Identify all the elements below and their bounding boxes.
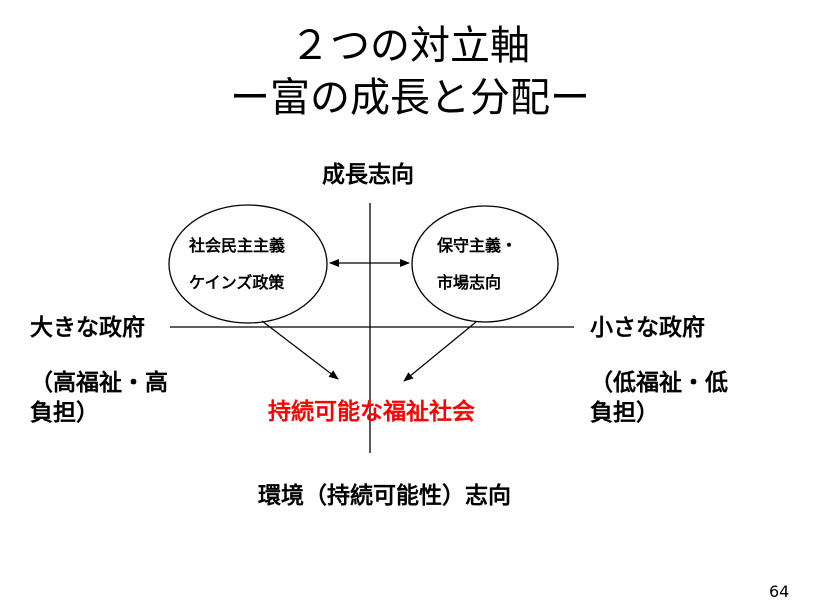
left-ellipse-label-1: 社会民主主義: [189, 236, 286, 255]
slide-title-line2: ー富の成長と分配ー: [230, 75, 590, 121]
axis-label-right-sub-2: 負担）: [590, 400, 659, 426]
center-label: 持続可能な福祉社会: [268, 399, 475, 425]
axis-label-top: 成長志向: [322, 162, 414, 188]
axis-label-left-sub-1: （高福祉・高: [30, 370, 168, 396]
right-ellipse: [411, 205, 559, 323]
arrow-left-to-center: [261, 320, 339, 380]
axis-label-left-sub-2: 負担）: [30, 400, 99, 426]
axis-label-bottom: 環境（持続可能性）志向: [258, 483, 511, 509]
slide-title-line1: ２つの対立軸: [290, 23, 530, 69]
axis-label-right-sub-1: （低福祉・低: [590, 370, 728, 396]
axis-label-left: 大きな政府: [30, 315, 145, 341]
arrow-right-to-center: [403, 321, 477, 382]
left-ellipse-label-2: ケインズ政策: [189, 273, 285, 292]
page-number: 64: [769, 582, 790, 601]
axis-label-right: 小さな政府: [590, 315, 705, 341]
right-ellipse-label-2: 市場志向: [437, 273, 502, 292]
left-ellipse: [168, 204, 328, 324]
right-ellipse-label-1: 保守主義・: [437, 236, 518, 255]
